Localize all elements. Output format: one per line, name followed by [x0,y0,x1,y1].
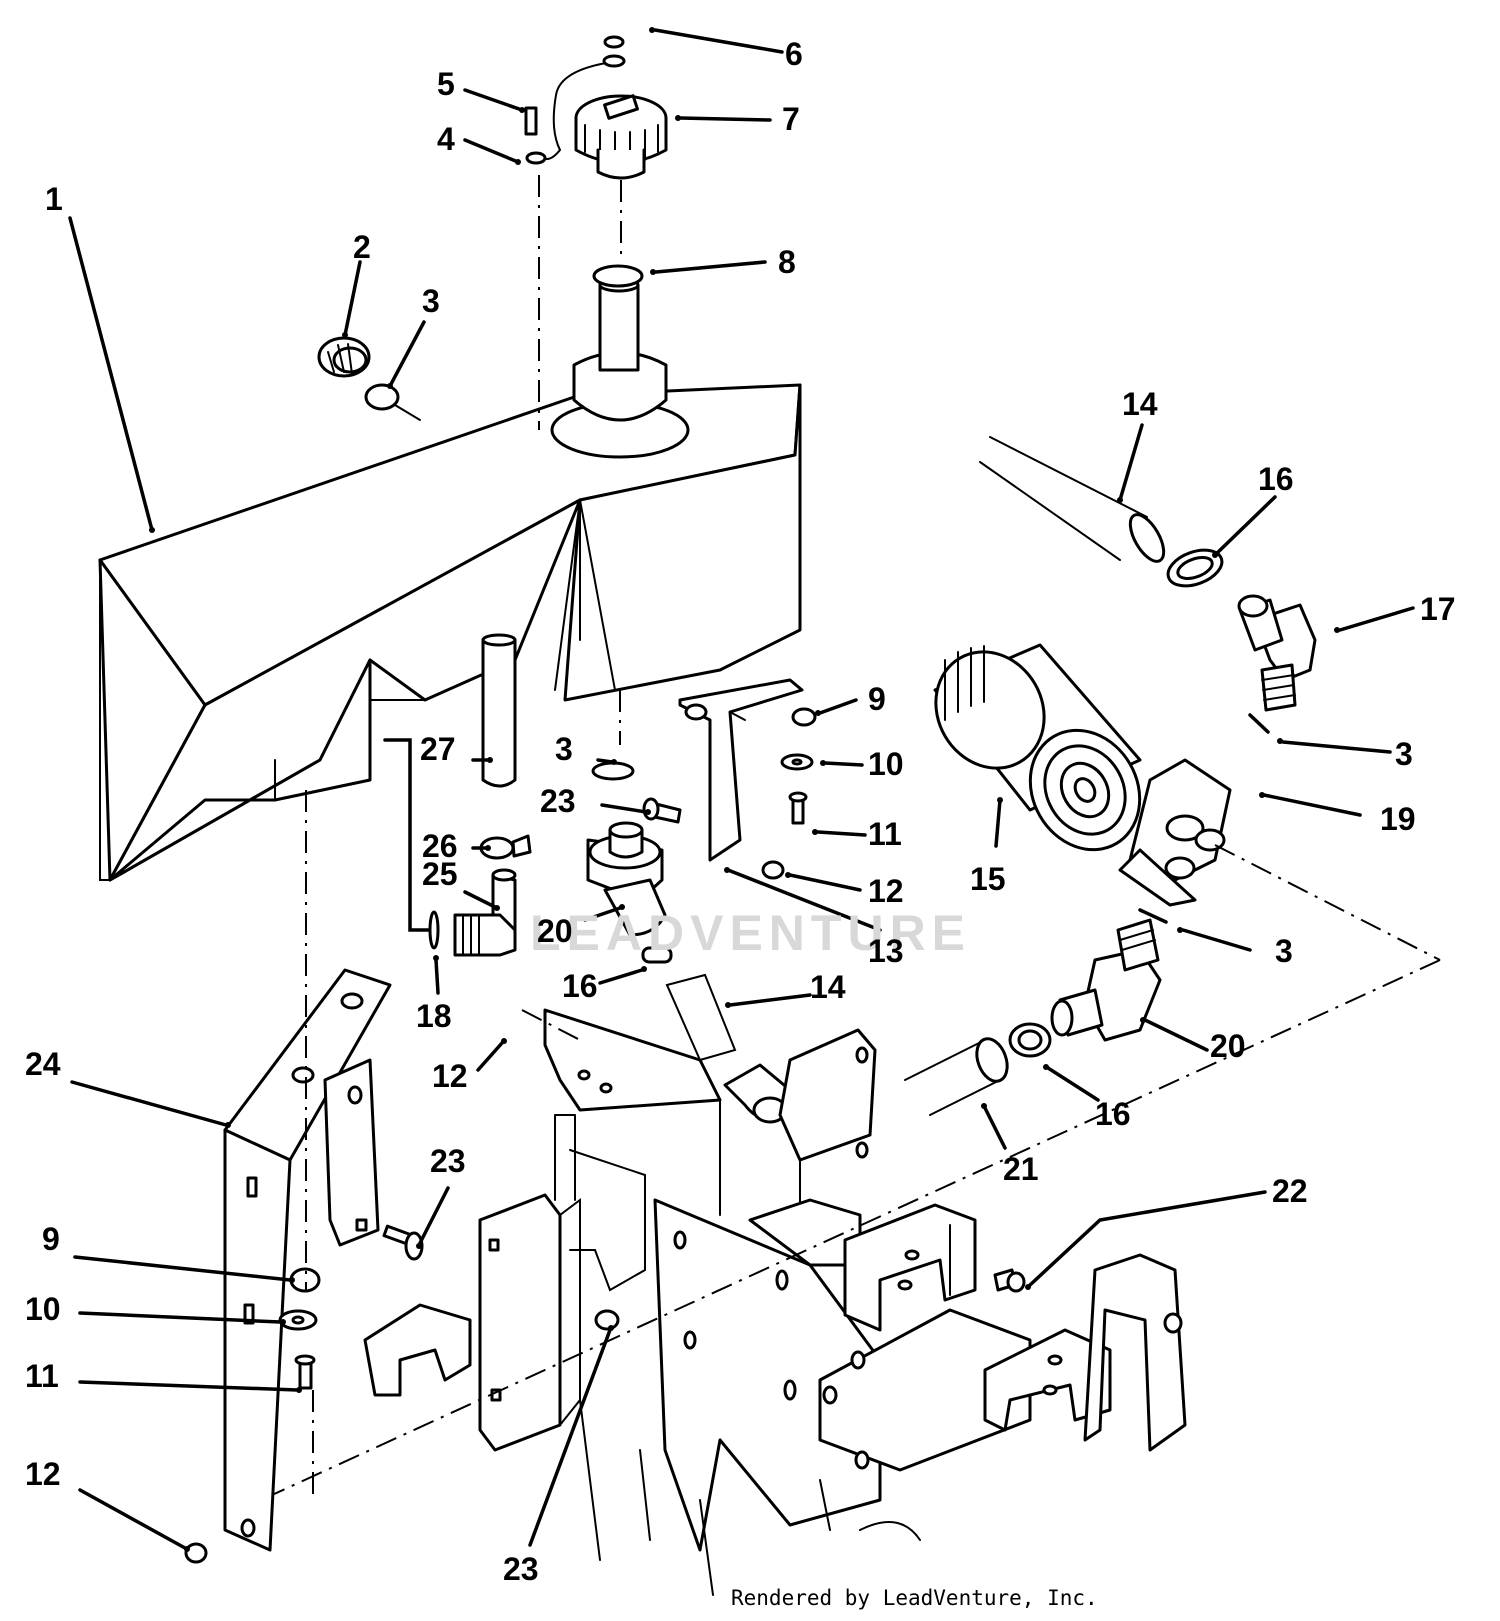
bracket-13 [678,678,804,862]
callout-14b: 14 [810,969,846,1005]
callout-16c: 16 [1095,1096,1131,1132]
fuel-filter-15 [933,643,1142,852]
callout-6: 6 [785,36,803,72]
callout-7: 7 [782,101,800,137]
callout-12: 12 [868,873,904,909]
callout-15: 15 [970,861,1006,897]
hose-14-upper [979,436,1166,563]
grommet-2 [317,336,371,378]
callout-16: 16 [1258,461,1294,497]
callout-9b: 9 [42,1221,60,1257]
o-ring-3-top [364,383,400,411]
callout-20: 20 [537,913,573,949]
callout-5: 5 [437,66,455,102]
callout-18: 18 [416,998,452,1034]
clamp-16-upper [1166,548,1224,588]
clamp-16-small [641,946,673,964]
callout-10b: 10 [25,1291,61,1327]
callout-13: 13 [868,933,904,969]
callout-12c: 12 [25,1456,61,1492]
render-credit: Rendered by LeadVenture, Inc. [731,1586,1098,1610]
leader-lines [68,27,1415,1552]
callout-2: 2 [353,229,371,265]
filter-head-19 [1118,758,1232,907]
nut-washer-bolt-center [761,707,817,880]
callout-21: 21 [1003,1151,1039,1187]
callout-11: 11 [868,816,902,852]
callout-1: 1 [45,181,63,217]
clamp-16-right [1008,1022,1052,1058]
callout-24: 24 [25,1046,61,1082]
callout-27: 27 [420,731,456,767]
callout-3c: 3 [1395,736,1413,772]
fuel-cap-assembly [524,35,668,180]
centerlines [271,175,1441,1596]
callout-11b: 11 [25,1358,59,1394]
callout-17: 17 [1420,591,1456,627]
callout-10: 10 [868,746,904,782]
callout-23: 23 [540,783,576,819]
fuel-tank [98,277,802,882]
mounting-bracket-24 [223,968,392,1552]
bolt-23-left [382,1224,424,1261]
clamp-26 [479,834,532,860]
pin-18 [428,910,440,950]
callout-3b: 3 [555,731,573,767]
callout-22: 22 [1272,1173,1308,1209]
elbow-fitting-25 [453,868,517,957]
callout-3: 3 [422,283,440,319]
hose-21 [904,1037,1009,1116]
callout-12b: 12 [432,1058,468,1094]
callout-26: 26 [422,828,458,864]
hose-14-lower [665,973,737,1062]
callout-23c: 23 [503,1551,539,1587]
elbow-fitting-20-right [1050,918,1162,1042]
callout-3d: 3 [1275,933,1293,969]
callout-20b: 20 [1210,1028,1246,1064]
callout-16b: 16 [562,968,598,1004]
callout-labels: 1 2 3 4 5 6 7 8 3 14 16 17 9 10 11 12 13… [25,36,1456,1587]
callout-25: 25 [422,856,458,892]
bracket-line-18 [383,738,432,932]
gasket-8 [592,264,644,288]
watermark: LEADVENTURE [530,905,971,961]
callout-23b: 23 [430,1143,466,1179]
elbow-fitting-17 [1237,594,1317,712]
callout-19: 19 [1380,801,1416,837]
callout-9: 9 [868,681,886,717]
callout-14: 14 [1122,386,1158,422]
callout-8: 8 [778,244,796,280]
bolt-23-bottom [594,1309,620,1331]
shutoff-valve [586,761,682,937]
nut-washer-bolt-left [184,1267,321,1564]
callout-4: 4 [437,121,455,157]
tractor-frame [363,1008,1187,1561]
